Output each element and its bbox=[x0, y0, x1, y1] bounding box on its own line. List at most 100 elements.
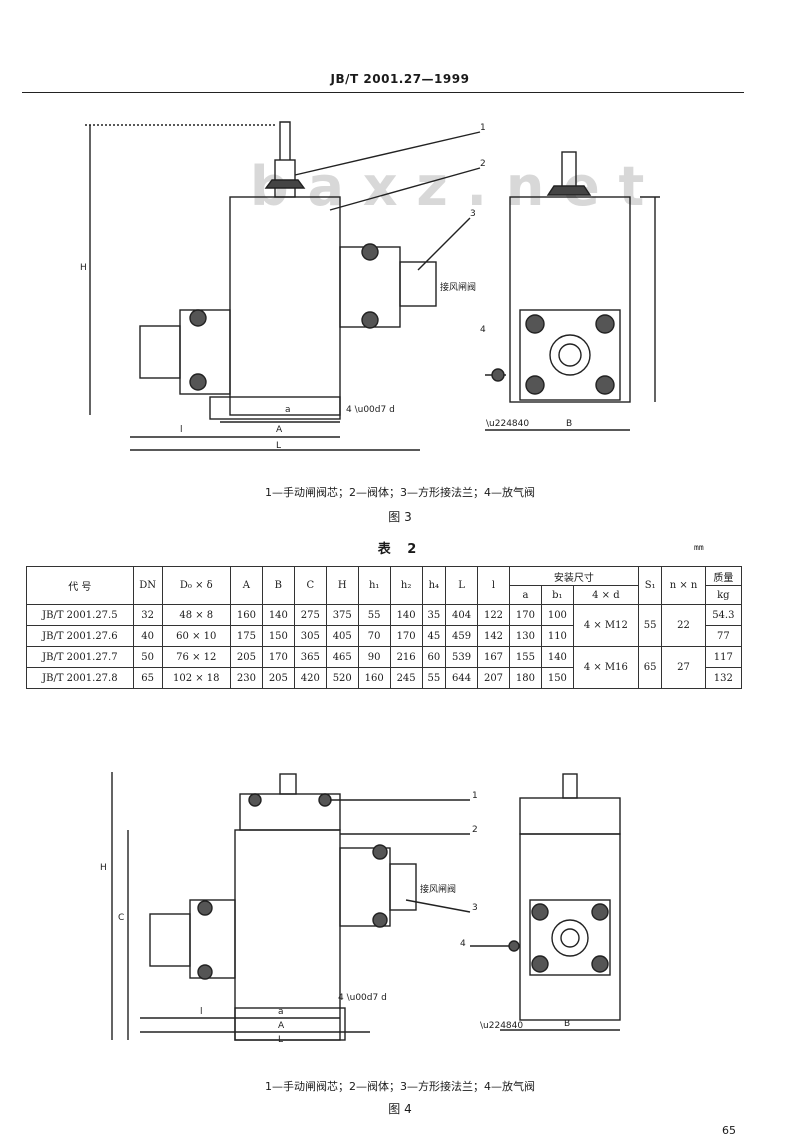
th-c: C bbox=[293, 566, 327, 605]
cell-h: 375 bbox=[325, 604, 359, 626]
cell-h1: 55 bbox=[357, 604, 391, 626]
cell-h2: 216 bbox=[389, 646, 423, 668]
th-s1: S₁ bbox=[637, 566, 663, 605]
cell-install-b1: 100 bbox=[540, 604, 574, 626]
cell-code: JB/T 2001.27.7 bbox=[26, 646, 134, 668]
cell-install-a: 130 bbox=[508, 625, 542, 647]
cell-install-a: 155 bbox=[508, 646, 542, 668]
svg-text:4 \u00d7 d: 4 \u00d7 d bbox=[346, 405, 395, 415]
cell-install-b1: 150 bbox=[540, 667, 574, 689]
cell-h2: 245 bbox=[389, 667, 423, 689]
cell-install-a: 170 bbox=[508, 604, 542, 626]
th-install-nd: 4 × d bbox=[572, 585, 639, 605]
svg-text:\u224840: \u224840 bbox=[486, 419, 529, 429]
cell-h4: 35 bbox=[421, 604, 447, 626]
figure-3-drawing: b a x z . n e t bbox=[80, 121, 660, 451]
cell-install-nd: 4 × M16 bbox=[572, 646, 639, 689]
th-mass-unit: kg bbox=[704, 585, 743, 605]
cell-dn: 32 bbox=[132, 604, 163, 626]
svg-text:2: 2 bbox=[480, 159, 486, 169]
svg-text:H: H bbox=[100, 863, 107, 873]
cell-b: 170 bbox=[261, 646, 295, 668]
cell-a: 230 bbox=[229, 667, 263, 689]
cell-h1: 160 bbox=[357, 667, 391, 689]
cell-l-upper: 404 bbox=[445, 604, 479, 626]
svg-text:4: 4 bbox=[480, 325, 486, 335]
svg-text:4: 4 bbox=[460, 939, 466, 949]
svg-text:1: 1 bbox=[472, 791, 478, 801]
cell-c: 420 bbox=[293, 667, 327, 689]
th-l-upper: L bbox=[445, 566, 479, 605]
cell-c: 275 bbox=[293, 604, 327, 626]
cell-l-upper: 459 bbox=[445, 625, 479, 647]
svg-text:L: L bbox=[278, 1035, 283, 1045]
cell-s1: 65 bbox=[637, 646, 663, 689]
fig3-callout: 接风闸阀 bbox=[440, 281, 476, 293]
svg-text:4 \u00d7 d: 4 \u00d7 d bbox=[338, 993, 387, 1003]
th-l-lower: l bbox=[477, 566, 510, 605]
th-dg: D₀ × δ bbox=[161, 566, 231, 605]
figure-4-drawing: 1 2 3 4 H C a A L l 4 \u00d7 d B \u22484… bbox=[100, 772, 621, 1045]
svg-text:l: l bbox=[180, 425, 183, 435]
cell-s1: 55 bbox=[637, 604, 663, 647]
figure-3-number: 图 3 bbox=[388, 510, 412, 524]
cell-h1: 90 bbox=[357, 646, 391, 668]
th-h1: h₁ bbox=[357, 566, 391, 605]
cell-mass: 77 bbox=[704, 625, 743, 647]
header-rule bbox=[22, 92, 744, 93]
cell-h: 405 bbox=[325, 625, 359, 647]
svg-text:A: A bbox=[278, 1021, 285, 1031]
th-h: H bbox=[325, 566, 359, 605]
figure-3-caption: 1—手动闸阀芯；2—阀体；3—方形接法兰；4—放气阀 bbox=[265, 486, 535, 499]
svg-text:B: B bbox=[564, 1019, 570, 1029]
table-row: JB/T 2001.27.7 50 76 × 12 205 170 365 46… bbox=[26, 646, 743, 689]
figure-4-caption: 1—手动闸阀芯；2—阀体；3—方形接法兰；4—放气阀 bbox=[265, 1080, 535, 1093]
cell-b: 150 bbox=[261, 625, 295, 647]
table-2: 代 号 DN D₀ × δ A B C H h₁ h₂ h₄ L l 安装尺寸 … bbox=[26, 566, 743, 689]
cell-nxn: 22 bbox=[661, 604, 706, 647]
th-install: 安装尺寸 bbox=[508, 566, 639, 586]
cell-l-lower: 122 bbox=[477, 604, 510, 626]
th-h2: h₂ bbox=[389, 566, 423, 605]
cell-l-lower: 207 bbox=[477, 667, 510, 689]
cell-b: 140 bbox=[261, 604, 295, 626]
svg-text:2: 2 bbox=[472, 825, 478, 835]
svg-text:a: a bbox=[278, 1007, 284, 1017]
cell-dn: 65 bbox=[132, 667, 163, 689]
th-code: 代 号 bbox=[26, 566, 134, 605]
cell-code: JB/T 2001.27.5 bbox=[26, 604, 134, 626]
cell-h4: 60 bbox=[421, 646, 447, 668]
fig4-callout: 接风闸阀 bbox=[420, 883, 456, 895]
figure-4-number: 图 4 bbox=[388, 1102, 412, 1116]
cell-dg: 48 × 8 bbox=[161, 604, 231, 626]
th-install-a: a bbox=[508, 585, 542, 605]
svg-text:3: 3 bbox=[472, 903, 478, 913]
cell-install-nd: 4 × M12 bbox=[572, 604, 639, 647]
cell-a: 205 bbox=[229, 646, 263, 668]
cell-b: 205 bbox=[261, 667, 295, 689]
svg-text:L: L bbox=[276, 441, 281, 451]
cell-l-lower: 167 bbox=[477, 646, 510, 668]
cell-h4: 55 bbox=[421, 667, 447, 689]
watermark: b a x z . n e t bbox=[250, 155, 644, 218]
svg-text:l: l bbox=[200, 1007, 203, 1017]
svg-text:C: C bbox=[118, 913, 124, 923]
cell-code: JB/T 2001.27.8 bbox=[26, 667, 134, 689]
svg-text:A: A bbox=[276, 425, 283, 435]
cell-h2: 140 bbox=[389, 604, 423, 626]
table-row: JB/T 2001.27.8 65 102 × 18 230 205 420 5… bbox=[26, 667, 743, 689]
svg-text:\u224840: \u224840 bbox=[480, 1021, 523, 1031]
svg-text:B: B bbox=[566, 419, 572, 429]
cell-dn: 50 bbox=[132, 646, 163, 668]
standard-header: JB/T 2001.27—1999 bbox=[330, 72, 470, 86]
svg-text:1: 1 bbox=[480, 123, 486, 133]
cell-a: 160 bbox=[229, 604, 263, 626]
th-a: A bbox=[229, 566, 263, 605]
cell-dg: 76 × 12 bbox=[161, 646, 231, 668]
cell-h1: 70 bbox=[357, 625, 391, 647]
cell-nxn: 27 bbox=[661, 646, 706, 689]
cell-dg: 60 × 10 bbox=[161, 625, 231, 647]
cell-install-b1: 140 bbox=[540, 646, 574, 668]
cell-install-b1: 110 bbox=[540, 625, 574, 647]
cell-code: JB/T 2001.27.6 bbox=[26, 625, 134, 647]
